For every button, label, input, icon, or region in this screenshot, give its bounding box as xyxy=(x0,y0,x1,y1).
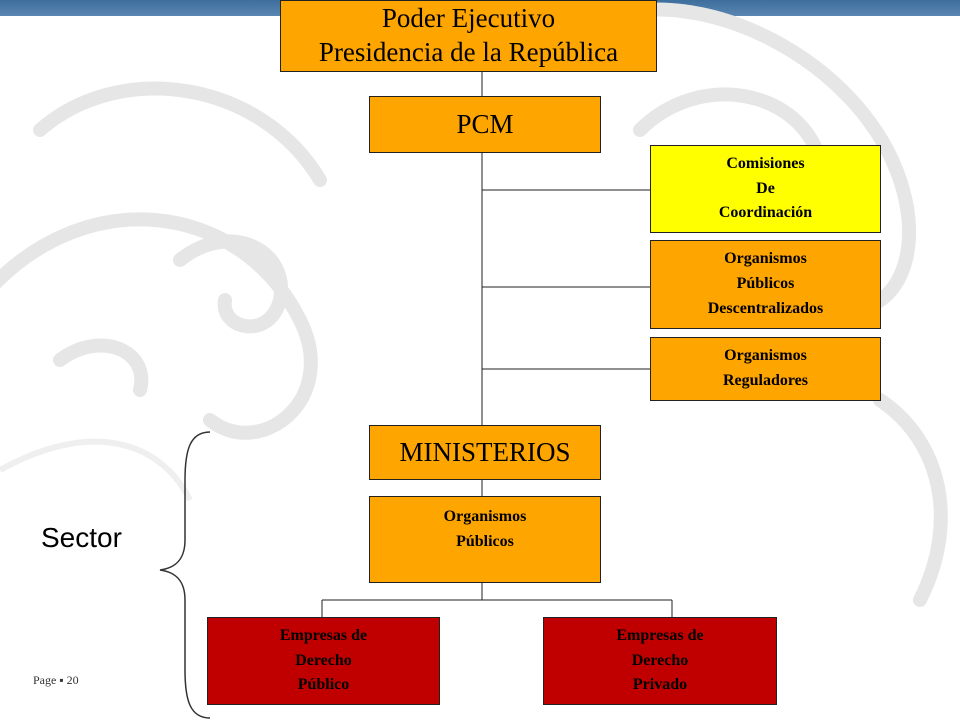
sector-brace-icon xyxy=(159,431,211,719)
sector-label: Sector xyxy=(41,522,122,553)
page-label: Page xyxy=(33,673,57,687)
empresas-derecho-publico-box: Empresas de Derecho Público xyxy=(207,617,440,705)
poder-ejecutivo-title: Poder Ejecutivo xyxy=(381,3,556,34)
organismos-publicos-label: Organismos Públicos xyxy=(443,508,527,550)
comisiones-coordinacion-label: Comisiones De Coordinación xyxy=(718,154,813,222)
ministerios-box: MINISTERIOS xyxy=(369,425,601,480)
organismos-publicos-box: Organismos Públicos xyxy=(369,496,601,583)
pcm-box: PCM xyxy=(369,96,601,153)
page-number-value: 20 xyxy=(66,673,79,687)
organismos-reguladores-box: Organismos Reguladores xyxy=(650,337,881,401)
pcm-label: PCM xyxy=(456,108,514,139)
organismos-reguladores-label: Organismos Reguladores xyxy=(722,347,809,389)
ministerios-label: MINISTERIOS xyxy=(399,436,571,467)
empresas-derecho-privado-box: Empresas de Derecho Privado xyxy=(543,617,777,705)
organismos-descentralizados-label: Organismos Públicos Descentralizados xyxy=(707,250,824,317)
comisiones-coordinacion-box: Comisiones De Coordinación xyxy=(650,145,881,233)
page-bullet-icon: ▪ xyxy=(59,673,64,687)
presidencia-title: Presidencia de la República xyxy=(318,37,619,67)
empresas-derecho-publico-label: Empresas de Derecho Público xyxy=(279,626,368,694)
poder-ejecutivo-box: Poder Ejecutivo Presidencia de la Repúbl… xyxy=(280,0,657,72)
page-number: Page ▪ 20 xyxy=(33,673,79,688)
organismos-descentralizados-box: Organismos Públicos Descentralizados xyxy=(650,240,881,329)
empresas-derecho-privado-label: Empresas de Derecho Privado xyxy=(616,626,704,694)
